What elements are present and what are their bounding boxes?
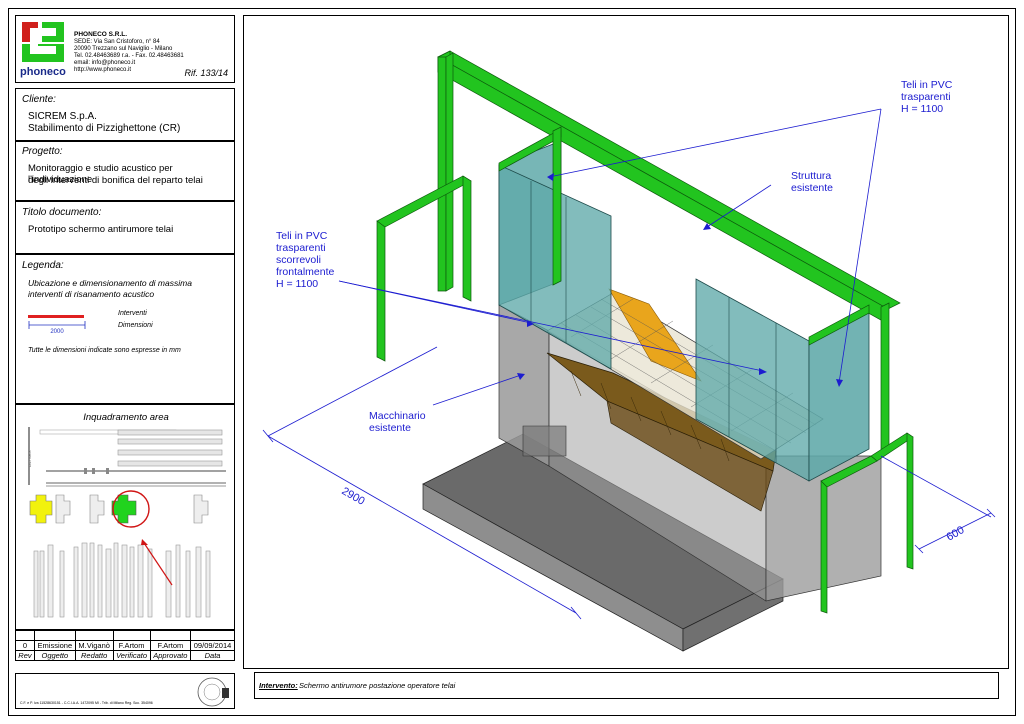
callout-leaders	[338, 108, 882, 406]
area-map-title: Inquadramento area	[83, 412, 169, 423]
svg-text:ELETTRICA: ELETTRICA	[28, 450, 32, 467]
callout-pvc-top: Teli in PVC trasparenti H = 1100	[901, 79, 955, 115]
project-box: Progetto: Monitoraggio e studio acustico…	[15, 141, 235, 201]
svg-text:phoneco: phoneco	[20, 66, 66, 78]
rev-header-approved: Approvato	[149, 650, 192, 661]
rev-header-subject: Oggetto	[33, 650, 76, 661]
company-box: phoneco PHONECO S.R.L. SEDE: Via San Cri…	[15, 15, 235, 83]
revision-empty-row	[15, 630, 235, 641]
rev-header-date: Data	[190, 650, 235, 661]
steel-structure	[376, 50, 914, 614]
certification-seal	[197, 677, 229, 707]
project-label: Progetto:	[22, 146, 63, 157]
rev-subject: Emissione	[33, 640, 76, 651]
hopper-hatch	[570, 370, 730, 462]
legend-desc-2: interventi di risanamento acustico	[28, 289, 155, 299]
sheet-border	[8, 8, 1016, 716]
revision-table: 0 Emissione M.Viganò F.Artom F.Artom 09/…	[15, 630, 235, 661]
legend-label: Legenda:	[22, 260, 64, 271]
rev-date: 09/09/2014	[190, 640, 235, 651]
company-phone: Tel. 02.48463689 r.a. - Fax. 02.48463681	[74, 53, 184, 59]
intervention-bar: Intervento: Schermo antirumore postazion…	[254, 672, 999, 699]
dimension-2900	[262, 346, 582, 620]
svg-text:2000: 2000	[50, 329, 64, 335]
rev-number: 0	[15, 640, 35, 651]
client-site: Stabilimento di Pizzighettone (CR)	[28, 123, 181, 134]
legend-intervention-swatch	[28, 315, 84, 318]
legend-interventions-label: Interventi	[118, 310, 147, 317]
footer-box: C.F. e P. Iva 11528630151 - C.C.I.A.A. 1…	[15, 673, 235, 709]
callout-pvc-front: Teli in PVC trasparenti scorrevoli front…	[276, 230, 337, 290]
area-map-box: Inquadramento area ELETTRICA	[15, 404, 235, 630]
base-platform-right	[682, 578, 784, 652]
legend-units-note: Tutte le dimensioni indicate sono espres…	[28, 347, 181, 354]
project-line-2: degli interventi di bonifica del reparto…	[28, 175, 203, 186]
revision-header-row: Rev Oggetto Redatto Verificato Approvato…	[15, 650, 235, 661]
company-logo: phoneco	[20, 22, 66, 78]
company-address-2: 20090 Trezzano sul Naviglio - Milano	[74, 46, 173, 52]
isometric-drawing: 2900 600 Teli in PVC trasparenti H = 110…	[262, 50, 996, 652]
company-email: email: info@phoneco.it	[74, 60, 136, 66]
title-box: Titolo documento: Prototipo schermo anti…	[15, 201, 235, 254]
document-title: Prototipo schermo antirumore telai	[28, 224, 174, 235]
intervention-label: Intervento:	[259, 681, 298, 690]
drawing-area: 2900 600 Teli in PVC trasparenti H = 110…	[243, 15, 1009, 669]
rev-verified-by: F.Artom	[112, 640, 151, 651]
rev-header-verified: Verificato	[112, 650, 151, 661]
legend-dimensions-label: Dimensioni	[118, 322, 153, 329]
dimension-600	[880, 455, 996, 554]
company-fine-print: C.F. e P. Iva 11528630151 - C.C.I.A.A. 1…	[20, 701, 153, 705]
rev-header-rev: Rev	[15, 650, 35, 661]
company-website[interactable]: http://www.phoneco.it	[74, 67, 132, 73]
rev-header-drafted: Redatto	[74, 650, 114, 661]
callout-machinery: Macchinario esistente	[369, 410, 429, 434]
legend-dimension-sample: 2000	[28, 321, 86, 335]
intervention-description: Schermo antirumore postazione operatore …	[299, 681, 456, 690]
client-box: Cliente: SICREM S.p.A. Stabilimento di P…	[15, 88, 235, 141]
revision-row: 0 Emissione M.Viganò F.Artom F.Artom 09/…	[15, 640, 235, 651]
dimension-2900-label: 2900	[340, 485, 367, 508]
client-label: Cliente:	[22, 94, 56, 105]
hopper-face	[606, 400, 774, 512]
area-map-plan: ELETTRICA	[26, 427, 226, 625]
title-label: Titolo documento:	[22, 207, 102, 218]
rev-drafted-by: M.Viganò	[74, 640, 114, 651]
client-name: SICREM S.p.A.	[28, 111, 97, 122]
document-ref: Rif. 133/14	[184, 68, 228, 78]
company-address-1: SEDE: Via San Cristoforo, n° 84	[74, 39, 160, 45]
project-line-1: Monitoraggio e studio acustico per l'ind…	[28, 163, 173, 185]
company-name: PHONECO S.R.L.	[74, 31, 128, 38]
callout-structure: Struttura esistente	[791, 170, 834, 194]
legend-box: Legenda: Ubicazione e dimensionamento di…	[15, 254, 235, 404]
legend-desc-1: Ubicazione e dimensionamento di massima	[28, 278, 192, 288]
machine-notch	[522, 425, 567, 457]
rev-approved-by: F.Artom	[149, 640, 192, 651]
